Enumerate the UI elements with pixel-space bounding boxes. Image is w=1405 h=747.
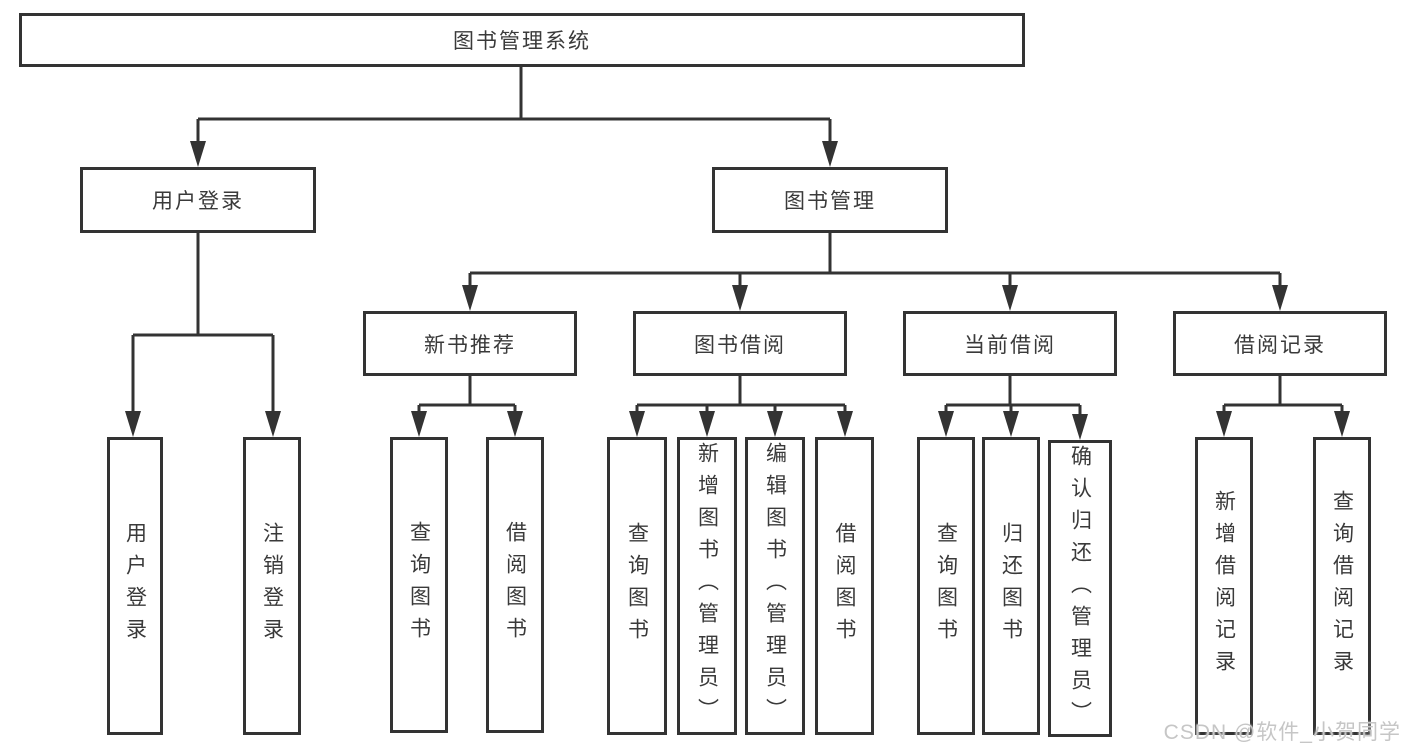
leaf-add-books-admin: 新增图书（管理员）: [677, 437, 737, 735]
connector-currentborrow-to-leaves: [944, 376, 1082, 418]
leaf-query-borrow-record: 查询借阅记录: [1313, 437, 1371, 735]
node-book-management: 图书管理: [712, 167, 948, 233]
leaf-query-books-borrow: 查询图书: [607, 437, 667, 735]
arrowheads-userlogin-leaves: [125, 411, 281, 437]
leaf-add-borrow-record: 新增借阅记录: [1195, 437, 1253, 735]
leaf-borrow-books: 借阅图书: [815, 437, 874, 735]
leaf-logout: 注销登录: [243, 437, 301, 735]
leaf-borrow-books-recommend: 借阅图书: [486, 437, 544, 733]
csdn-watermark: CSDN @软件_小贺同学: [1163, 721, 1401, 744]
leaf-query-books-current: 查询图书: [917, 437, 975, 735]
leaf-edit-books-admin: 编辑图书（管理员）: [745, 437, 805, 735]
node-borrow-records: 借阅记录: [1173, 311, 1387, 376]
arrowheads-level3: [462, 285, 1288, 311]
leaf-user-login: 用户登录: [107, 437, 163, 735]
connector-newbook-to-leaves: [417, 376, 517, 415]
node-user-login: 用户登录: [80, 167, 316, 233]
arrowheads-level2: [190, 141, 838, 167]
leaf-confirm-return-admin: 确认归还（管理员）: [1048, 440, 1112, 737]
arrowheads-newbook-leaves: [411, 411, 523, 437]
node-book-borrow: 图书借阅: [633, 311, 847, 376]
connector-userlogin-to-leaves: [131, 233, 275, 415]
leaf-query-books-recommend: 查询图书: [390, 437, 448, 733]
connector-borrowrecords-to-leaves: [1222, 376, 1344, 415]
leaf-return-books: 归还图书: [982, 437, 1040, 735]
arrowheads-currentborrow-leaves: [938, 411, 1088, 440]
node-new-book-recommend: 新书推荐: [363, 311, 577, 376]
arrowheads-borrowrecords-leaves: [1216, 411, 1350, 437]
connector-bookborrow-to-leaves: [635, 376, 847, 415]
arrowheads-bookborrow-leaves: [629, 411, 853, 437]
connector-bookmgmt-to-level3: [468, 233, 1282, 289]
node-library-system: 图书管理系统: [19, 13, 1025, 67]
connector-root-to-level2: [196, 67, 832, 145]
node-current-borrow: 当前借阅: [903, 311, 1117, 376]
